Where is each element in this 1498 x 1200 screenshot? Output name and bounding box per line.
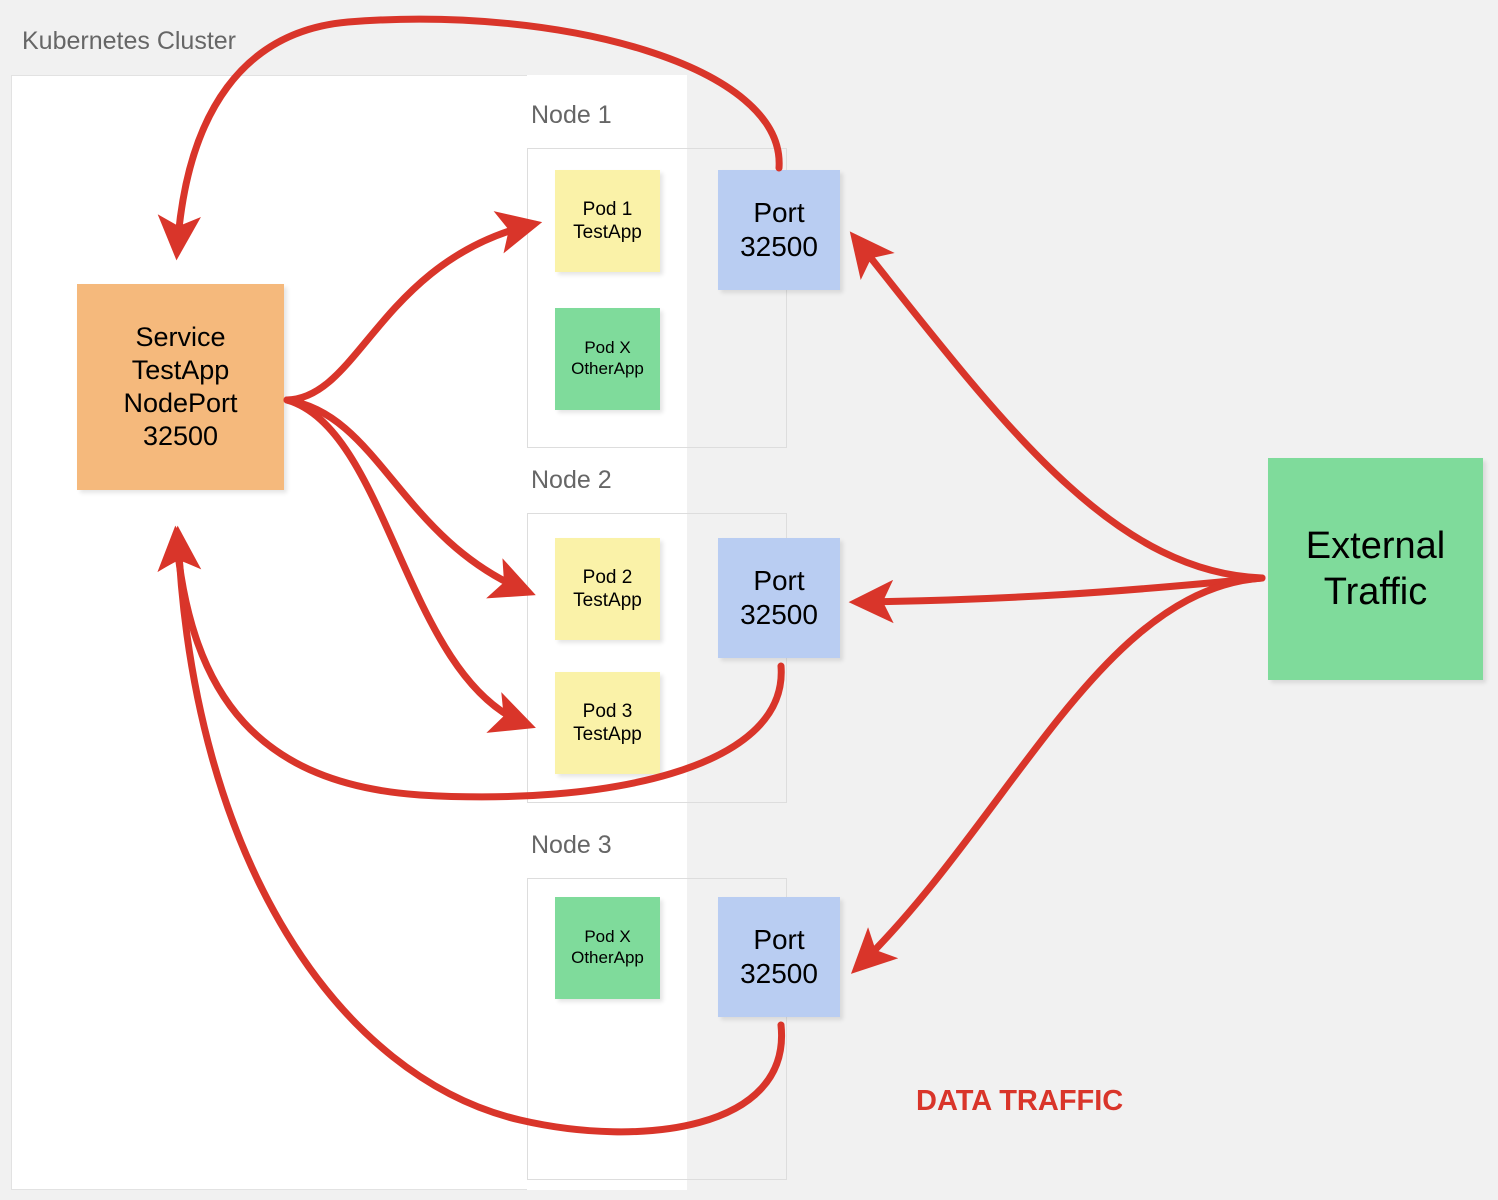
port-label-node-1: Port [753, 196, 805, 228]
pod-x-app-node-1: OtherApp [571, 359, 644, 378]
node-1-label: Node 1 [531, 101, 612, 129]
pod-2-app: TestApp [573, 590, 642, 611]
pod-x-app-node-3: OtherApp [571, 948, 644, 967]
pod-box-pod-x-node-3[interactable]: Pod X OtherApp [555, 897, 660, 999]
pod-x-name-node-1: Pod X [584, 338, 631, 358]
pod-3-name: Pod 3 [582, 700, 633, 722]
service-line-1: Service [135, 322, 226, 353]
port-box-node-1[interactable]: Port 32500 [718, 170, 840, 290]
pod-1-app: TestApp [573, 222, 642, 243]
arrow-external-to-port-3 [850, 574, 1266, 974]
arrow-external-to-port-2 [848, 574, 1266, 624]
port-label-node-3: Port [753, 923, 805, 955]
port-number-node-1: 32500 [740, 231, 818, 262]
port-box-node-3[interactable]: Port 32500 [718, 897, 840, 1017]
service-line-4: 32500 [142, 420, 219, 451]
port-number-node-2: 32500 [740, 599, 818, 630]
external-traffic-box[interactable]: External Traffic [1268, 458, 1483, 680]
data-traffic-legend: DATA TRAFFIC [916, 1085, 1124, 1117]
pod-box-pod-1[interactable]: Pod 1 TestApp [555, 170, 660, 272]
pod-3-app: TestApp [573, 724, 642, 745]
external-line-1: External [1305, 524, 1446, 567]
pod-box-pod-2[interactable]: Pod 2 TestApp [555, 538, 660, 640]
pod-1-name: Pod 1 [582, 198, 633, 220]
pod-x-name-node-3: Pod X [584, 927, 631, 947]
port-box-node-2[interactable]: Port 32500 [718, 538, 840, 658]
pod-box-pod-3[interactable]: Pod 3 TestApp [555, 672, 660, 774]
external-line-2: Traffic [1323, 571, 1428, 613]
port-number-node-3: 32500 [740, 958, 818, 989]
service-line-3: NodePort [123, 388, 238, 418]
arrow-external-to-port-1 [849, 231, 1266, 582]
cluster-title: Kubernetes Cluster [22, 27, 237, 55]
pod-2-name: Pod 2 [582, 566, 633, 588]
pod-box-pod-x-node-1[interactable]: Pod X OtherApp [555, 308, 660, 410]
service-line-2: TestApp [131, 355, 230, 386]
node-2-label: Node 2 [531, 466, 612, 494]
node-3-label: Node 3 [531, 831, 612, 859]
service-box[interactable]: Service TestApp NodePort 32500 [77, 284, 284, 490]
port-label-node-2: Port [753, 564, 805, 596]
